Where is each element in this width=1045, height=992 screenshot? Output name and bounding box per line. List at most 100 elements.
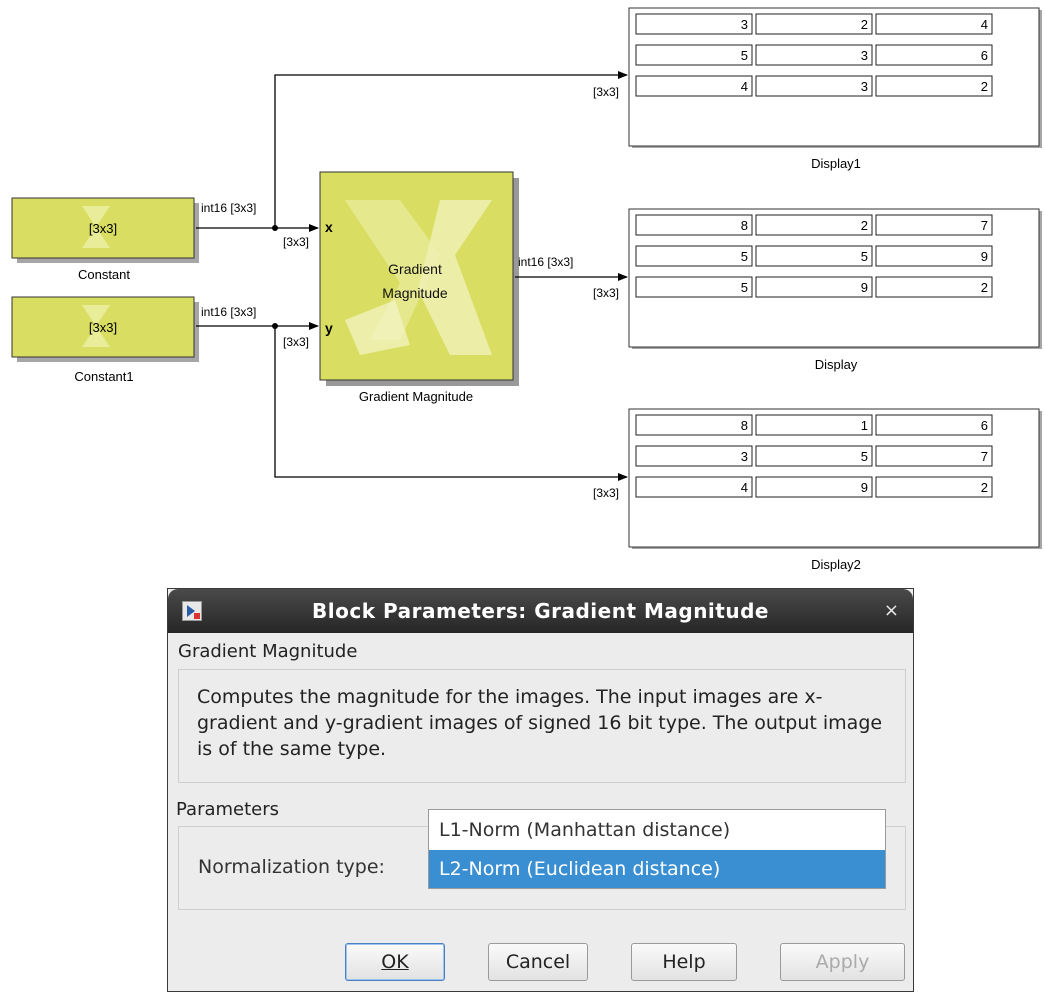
display-cell — [635, 476, 753, 498]
display-cell-value: 2 — [981, 480, 988, 495]
signal-label-constant: int16 [3x3] — [201, 201, 256, 215]
gradient-block-text-line1: Gradient — [388, 261, 442, 277]
display-label: Display — [815, 357, 858, 372]
cancel-button-label: Cancel — [505, 951, 571, 973]
gradient-magnitude-block[interactable]: Gradient Magnitude x y — [319, 171, 519, 386]
port-y-label: y — [325, 320, 333, 336]
display-cell — [875, 476, 993, 498]
display-cell-value: 2 — [981, 280, 988, 295]
display-cell — [875, 245, 993, 267]
display1-label: Display1 — [811, 156, 861, 171]
branch-point — [272, 225, 278, 231]
display-cell-value: 7 — [981, 218, 988, 233]
display-cell — [875, 13, 993, 35]
display2-block[interactable]: 8 1 6 3 5 7 4 9 2 — [628, 408, 1042, 549]
display-cell-value: 1 — [861, 418, 868, 433]
port-x-label: x — [325, 219, 333, 235]
display-cell — [875, 414, 993, 436]
display-cell — [635, 414, 753, 436]
help-button-label: Help — [662, 951, 706, 973]
display-cell-value: 9 — [981, 249, 988, 264]
display-cell-value: 8 — [741, 418, 748, 433]
parameters-label: Parameters — [176, 799, 280, 820]
display-cell-value: 3 — [861, 48, 868, 63]
display2-label: Display2 — [811, 557, 861, 572]
display-cell — [755, 414, 873, 436]
display-cell-value: 4 — [741, 480, 748, 495]
display-cell — [635, 13, 753, 35]
dropdown-option-l1-norm[interactable]: L1-Norm (Manhattan distance) — [439, 819, 731, 841]
display-cell — [635, 245, 753, 267]
constant1-label: Constant1 — [74, 369, 133, 384]
ok-button[interactable]: OK — [345, 943, 445, 981]
port-dim-x: [3x3] — [283, 235, 309, 249]
display-cell-value: 6 — [981, 418, 988, 433]
display-cell-value: 3 — [741, 17, 748, 32]
gradient-magnitude-label: Gradient Magnitude — [359, 389, 473, 404]
port-dim-y: [3x3] — [283, 335, 309, 349]
constant1-block[interactable]: [3x3] — [11, 296, 199, 362]
normalization-type-label: Normalization type: — [198, 856, 385, 878]
display-cell-value: 4 — [741, 79, 748, 94]
dropdown-option-l2-norm[interactable]: L2-Norm (Euclidean distance) — [429, 850, 885, 888]
display-cell — [755, 445, 873, 467]
gradient-block-text-line2: Magnitude — [382, 285, 448, 301]
display-cell-value: 5 — [861, 449, 868, 464]
help-button[interactable]: Help — [631, 943, 737, 981]
display-cell — [875, 44, 993, 66]
display-cell-value: 9 — [861, 480, 868, 495]
display-cell — [755, 44, 873, 66]
dialog-title: Block Parameters: Gradient Magnitude — [312, 599, 769, 623]
display-cell — [635, 75, 753, 97]
xilinx-logo-icon — [345, 200, 440, 340]
display-cell — [635, 445, 753, 467]
display-cell — [755, 245, 873, 267]
cancel-button[interactable]: Cancel — [488, 943, 588, 981]
display-cell-value: 2 — [861, 218, 868, 233]
display-cell-value: 7 — [981, 449, 988, 464]
display-cell-value: 2 — [981, 79, 988, 94]
display-cell — [755, 214, 873, 236]
display-cell-value: 9 — [861, 280, 868, 295]
apply-button-label: Apply — [815, 951, 870, 973]
block-section-title: Gradient Magnitude — [178, 641, 358, 662]
display-cell — [875, 276, 993, 298]
display-cell-value: 6 — [981, 48, 988, 63]
display-cell-value: 8 — [741, 218, 748, 233]
display-cell — [755, 476, 873, 498]
display-cell-value: 5 — [861, 249, 868, 264]
display-cell-value: 4 — [981, 17, 988, 32]
display-cell — [875, 445, 993, 467]
branch-point — [272, 323, 278, 329]
display-cell — [755, 13, 873, 35]
display-cell — [875, 214, 993, 236]
display-block[interactable]: 8 2 7 5 5 9 5 9 2 — [628, 208, 1042, 349]
display-cell — [635, 44, 753, 66]
display-cell — [755, 75, 873, 97]
display-cell-value: 5 — [741, 249, 748, 264]
constant-label: Constant — [78, 267, 130, 282]
block-parameters-dialog: Block Parameters: Gradient Magnitude × G… — [167, 588, 914, 992]
display-cell — [635, 276, 753, 298]
signal-lines — [196, 71, 628, 481]
constant1-value: [3x3] — [89, 320, 117, 335]
display-cell-value: 3 — [861, 79, 868, 94]
display-cell — [755, 276, 873, 298]
port-dim-display: [3x3] — [593, 286, 619, 300]
port-dim-display1: [3x3] — [593, 85, 619, 99]
constant-block[interactable]: [3x3] — [11, 197, 199, 263]
display-cell — [635, 214, 753, 236]
normalization-type-dropdown[interactable]: L1-Norm (Manhattan distance) L2-Norm (Eu… — [428, 809, 886, 889]
display1-block[interactable]: 3 2 4 5 3 6 4 3 2 — [628, 7, 1042, 148]
dialog-titlebar[interactable]: Block Parameters: Gradient Magnitude × — [168, 589, 913, 633]
display-cell-value: 5 — [741, 48, 748, 63]
display-cell-value: 2 — [861, 17, 868, 32]
ok-button-label: OK — [381, 951, 409, 973]
display-cell — [875, 75, 993, 97]
description-text: Computes the magnitude for the images. T… — [197, 686, 883, 760]
simulink-block-icon — [182, 601, 202, 621]
close-icon[interactable]: × — [883, 600, 899, 621]
display-cell-value: 5 — [741, 280, 748, 295]
constant-value: [3x3] — [89, 221, 117, 236]
display-cell-value: 3 — [741, 449, 748, 464]
